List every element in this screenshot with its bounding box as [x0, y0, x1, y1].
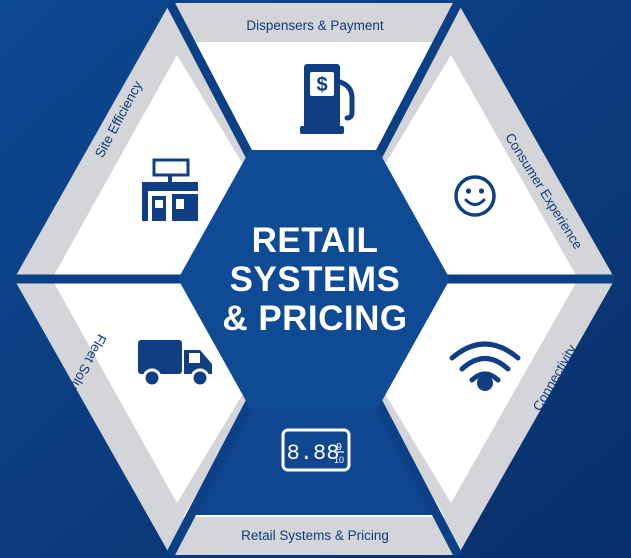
panel-consumer-experience[interactable] [384, 55, 577, 277]
svg-text:9: 9 [336, 442, 342, 453]
svg-text:$: $ [316, 74, 327, 96]
smiley-face-icon [454, 175, 496, 217]
svg-text:8.88: 8.88 [287, 441, 340, 466]
center-title-line2: SYSTEMS [230, 260, 401, 299]
center-hexagon [178, 150, 450, 408]
divider-spokes [14, 0, 615, 558]
center-title-line1: RETAIL [252, 221, 379, 260]
price-sign-display-icon: 8.88 9 10 [281, 428, 351, 472]
label-dispensers-payment: Dispensers & Payment [246, 18, 384, 33]
delivery-truck-icon [138, 340, 212, 388]
panel-connectivity[interactable] [384, 281, 577, 503]
gas-station-icon [142, 158, 198, 221]
panel-site-efficiency[interactable] [53, 55, 244, 277]
wifi-icon [449, 341, 521, 391]
fuel-pump-dollar-icon: $ [300, 64, 355, 134]
label-retail-systems-pricing: Retail Systems & Pricing [241, 528, 389, 543]
center-title-line3: & PRICING [222, 299, 407, 338]
svg-text:10: 10 [334, 455, 344, 465]
panel-fleet-solutions[interactable] [53, 281, 244, 503]
